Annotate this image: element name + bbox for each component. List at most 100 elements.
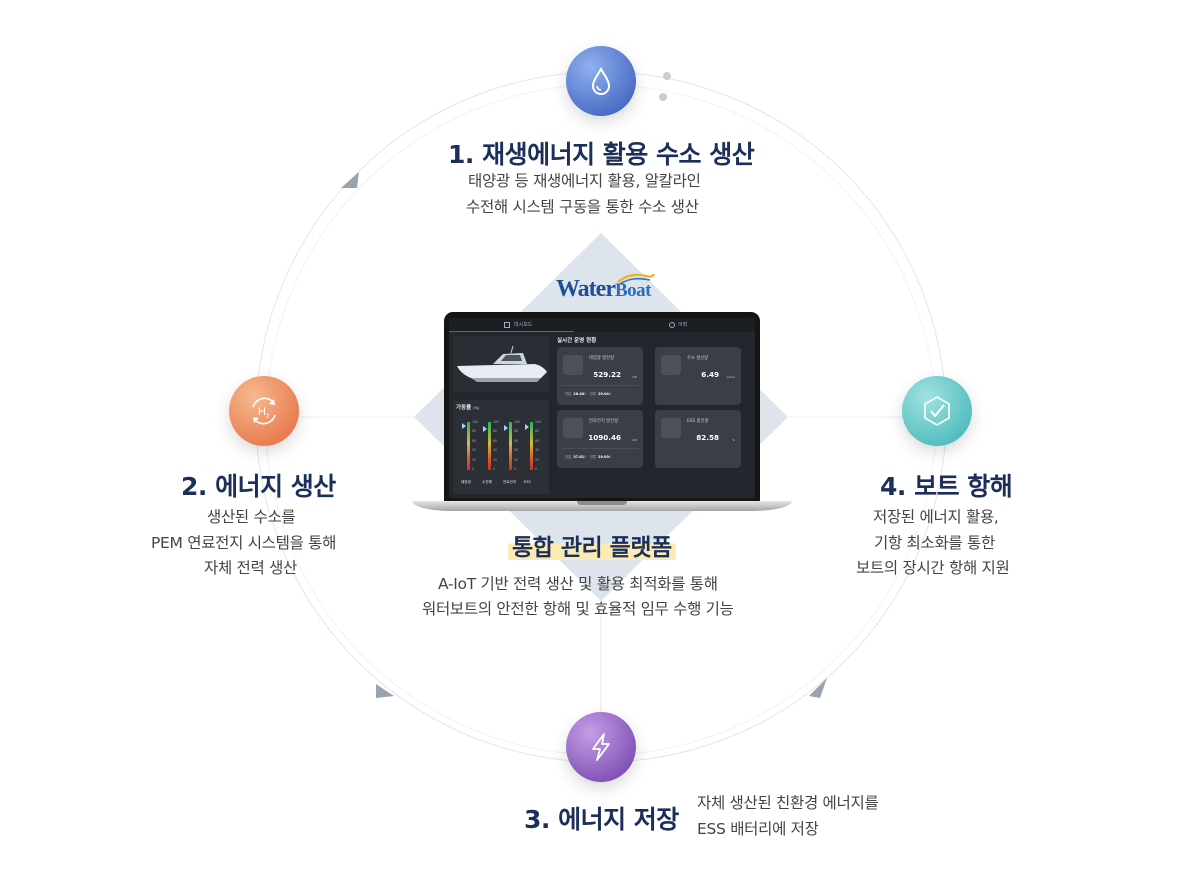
gauge-tick-label: 60 (535, 438, 540, 443)
gauge-tick-label: 60 (514, 438, 519, 443)
boat-image (453, 336, 549, 392)
gauge-level-marker (483, 426, 487, 433)
gauge-tick-label: 40 (472, 448, 477, 453)
metric-card-icon (563, 355, 583, 375)
metric-card-icon (661, 418, 681, 438)
step-2-line-2: PEM 연료전지 시스템을 통해 (151, 534, 337, 552)
metric-card-footer: 전압 37.61V 전류 29.00A (565, 455, 612, 459)
gauge-tick-label: 80 (514, 429, 519, 434)
gauge-tick-label: 80 (493, 429, 498, 434)
metric-card-value: 82.58 (696, 433, 719, 442)
tab-history[interactable]: 이력 (669, 321, 687, 328)
gauge-tick-label: 60 (472, 438, 477, 443)
grid-icon (504, 321, 510, 328)
card-divider (561, 385, 639, 386)
gauge-tick-label: 40 (493, 448, 498, 453)
gauge-bar (488, 422, 491, 470)
card-divider (561, 448, 639, 449)
laptop-notch (577, 501, 627, 505)
flow-arrow (341, 172, 359, 188)
gauge-unit: (%) (473, 406, 480, 410)
gauge-tick-label: 0 (493, 467, 496, 471)
metric-card-label: 연료전지 발전량 (589, 419, 619, 424)
step-4-line-2: 기항 최소화를 통한 (874, 534, 995, 552)
gauge-bar (509, 422, 512, 470)
gauge-bar (467, 422, 470, 470)
metric-card-value: 529.22 (593, 370, 621, 379)
metric-card-value: 6.49 (701, 370, 719, 379)
metric-card: ESS 충전량 82.58% (655, 410, 741, 468)
dashboard-tabbar: 대시보드 이력 (449, 318, 755, 332)
lightning-icon (566, 712, 636, 782)
clock-icon (669, 321, 675, 328)
metric-card-icon (563, 418, 583, 438)
svg-text:2: 2 (266, 414, 270, 420)
center-title: 통합 관리 플랫폼 (508, 528, 676, 561)
step-2-line-3: 자체 전력 생산 (204, 559, 298, 577)
logo-wave-icon (617, 273, 656, 285)
utilization-gauges: 가동률(%) 100 80 60 40 20 0 태양광 100 80 60 40 20 0 수전해 100… (453, 400, 549, 494)
active-tab-indicator (449, 331, 574, 332)
gauge-tick-label: 0 (514, 467, 517, 471)
gauge-tick-label: 80 (472, 429, 477, 434)
metric-card-label: 수소 생산량 (687, 356, 709, 361)
metric-card-unit: L/min (726, 375, 735, 379)
metric-card-icon (661, 355, 681, 375)
gauge-tick-label: 100 (535, 420, 542, 424)
step-1-line-1: 태양광 등 재생에너지 활용, 알칼라인 (468, 172, 701, 190)
step-3-line-2: ESS 배터리에 저장 (697, 820, 819, 838)
gauge-tick-label: 0 (472, 467, 475, 471)
step-1-title: 1. 재생에너지 활용 수소 생산 (448, 140, 755, 169)
laptop-dashboard-mockup: 대시보드 이력 가동률(%) 100 80 60 40 20 0 태양광 100 80 (412, 312, 792, 522)
gauge-tick-label: 40 (535, 448, 540, 453)
gauge-tick-label: 80 (535, 429, 540, 434)
step-3-line-1: 자체 생산된 친환경 에너지를 (697, 794, 879, 812)
gauge-label: 수전해 (482, 480, 492, 484)
waterboat-logo: WaterBoat (556, 273, 656, 310)
gauge-tick-label: 100 (493, 420, 500, 424)
logo-boat-text: Boat (614, 280, 652, 301)
metric-card-label: 태양광 발전량 (589, 356, 615, 361)
shield-check-icon (902, 376, 972, 446)
flow-arrow (376, 684, 394, 698)
gauge-tick-label: 20 (472, 457, 477, 462)
gauge-tick-label: 20 (493, 457, 498, 462)
step-2-line-1: 생산된 수소를 (207, 508, 296, 526)
gauge-label: 연료전지 (503, 480, 517, 484)
metric-card-label: ESS 충전량 (687, 419, 709, 424)
metric-card-unit: % (732, 438, 735, 442)
step-4-line-1: 저장된 에너지 활용, (873, 508, 999, 526)
step-4-title: 4. 보트 항해 (880, 472, 1013, 501)
gauge-tick-label: 60 (493, 438, 498, 443)
gauge-title: 가동률 (456, 405, 472, 411)
step-4-line-3: 보트의 장시간 항해 지원 (856, 559, 1010, 577)
step-3-title: 3. 에너지 저장 (524, 805, 679, 834)
gauge-tick-label: 100 (514, 420, 521, 424)
flow-arrow (809, 678, 827, 698)
svg-text:H: H (258, 406, 266, 418)
gauge-tick-label: 40 (514, 448, 519, 453)
gauge-bar (530, 422, 533, 470)
metric-card-footer: 전압 26.40V 전류 20.04A (565, 392, 612, 396)
gauge-label: 태양광 (461, 480, 471, 484)
gauge-level-marker (462, 422, 466, 429)
gauge-level-marker (504, 424, 508, 431)
gauge-tick-label: 20 (535, 457, 540, 462)
gauge-tick-label: 100 (472, 420, 479, 424)
step-2-title: 2. 에너지 생산 (181, 472, 336, 501)
tab-dashboard[interactable]: 대시보드 (504, 321, 532, 328)
gauge-level-marker (525, 423, 529, 430)
dashboard-main-title: 실시간 운영 현황 (557, 338, 597, 344)
center-line-1: A-IoT 기반 전력 생산 및 활용 최적화를 통해 (438, 575, 718, 593)
metric-card-value: 1090.46 (588, 433, 621, 442)
metric-card-unit: kW (632, 375, 637, 379)
logo-water-text: Water (556, 276, 616, 302)
gauge-tick-label: 0 (535, 467, 538, 471)
water-drop-icon (566, 46, 636, 116)
gauge-label: ESS (524, 480, 531, 484)
step-1-line-2: 수전해 시스템 구동을 통한 수소 생산 (466, 198, 699, 216)
dashboard-screen: 대시보드 이력 가동률(%) 100 80 60 40 20 0 태양광 100 80 (449, 318, 755, 498)
